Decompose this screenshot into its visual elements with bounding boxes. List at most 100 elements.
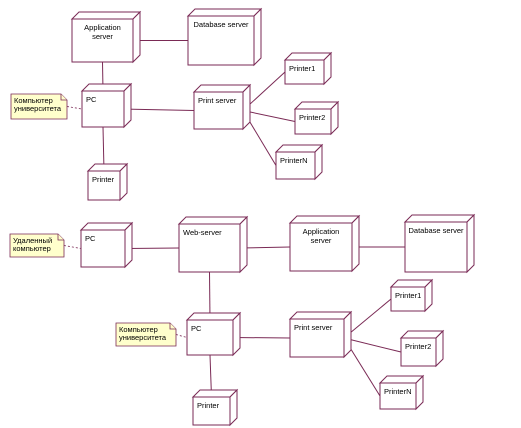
diagram2-node-pc-remote: PC [79,221,134,269]
connection-line [239,246,291,249]
diagram2-node-printern: PrinterN [378,374,425,411]
note-fold [60,94,67,101]
note-body [115,322,177,347]
node-label: Printer [92,175,115,184]
node-label: Printer [197,401,220,410]
diagram2-node-db: Database server [403,213,476,274]
connection-line [232,337,291,339]
node-top-face [403,214,476,223]
node-side-face [119,162,128,202]
node-top-face [79,222,134,231]
node-side-face [123,82,132,129]
diagram2-node-printer1: Printer1 [389,278,434,313]
node-label: Database server [193,20,249,29]
node-side-face [232,311,241,357]
note-body [9,233,65,258]
diagram1-node-print-server: Print server [192,83,252,131]
note-text: университета [14,104,62,113]
node-top-face [274,144,324,153]
node-top-face [185,312,242,321]
node-front-face [400,337,437,367]
diagram1-node-printer2: Printer2 [293,100,340,136]
note-anchor-line [175,334,188,338]
diagram1-node-db: Database server [186,7,263,67]
connection-line [343,337,402,353]
note-anchor-line [66,106,83,110]
node-label: PC [191,324,202,333]
diagram1-node-printern: PrinterN [274,143,324,181]
connection-line [242,110,296,122]
node-front-face [186,319,234,356]
diagram2-node-web: Web-server [177,215,249,274]
note-body [10,93,68,120]
node-label: server [311,236,332,245]
node-top-face [288,215,361,224]
node-top-face [80,83,133,92]
node-label: Printer2 [299,113,325,122]
node-side-face [435,329,444,368]
node-label: Printer2 [405,342,431,351]
node-label: Database server [408,226,464,235]
notes: КомпьютеруниверситетаУдаленныйкомпьютерК… [9,93,188,347]
note-fold [169,323,176,330]
diagram2-node-printer2: Printer2 [399,329,445,368]
note-fold [57,234,64,241]
node-front-face [187,15,255,66]
node-front-face [289,222,353,272]
node-side-face [132,10,141,64]
diagram1-node-printer: Printer [86,162,129,202]
node-side-face [242,83,251,131]
node-front-face [81,90,125,128]
node-front-face [294,108,332,135]
connection-line [124,247,180,249]
node-front-face [404,221,468,273]
diagram2-node-print-server: Print server [288,310,353,359]
node-label: PC [85,234,96,243]
node-label: Printer1 [289,64,315,73]
note-anchor-line [63,245,82,249]
note-text: Удаленный [13,236,52,245]
node-front-face [379,382,417,410]
connection-line [343,298,392,339]
diagram1-node-pc: PC [80,82,133,129]
node-front-face [284,59,325,85]
node-top-face [186,8,263,17]
connection-line [209,271,211,321]
node-top-face [70,11,142,20]
node-front-face [275,151,316,180]
node-label: Application [303,227,340,236]
node-front-face [87,170,121,201]
node-top-face [177,216,249,225]
node-label: Web-server [183,228,222,237]
node-label: PC [86,95,97,104]
node-front-face [289,318,345,358]
node-front-face [193,91,244,130]
note-text: университета [119,333,167,342]
node-label: Application [84,23,121,32]
node-front-face [178,223,241,273]
node-side-face [343,310,352,359]
node-label: PrinterN [280,156,308,165]
node-label: PrinterN [384,387,412,396]
node-side-face [466,213,475,274]
node-front-face [390,286,426,312]
note-text: Компьютер [14,96,53,105]
node-label: Printer1 [395,291,421,300]
node-label: Print server [294,323,333,332]
diagram1-node-printer1: Printer1 [283,51,333,86]
note-text: компьютер [13,244,51,253]
connections [102,40,405,398]
node-top-face [192,84,252,93]
node-top-face [288,311,353,320]
node-side-face [124,221,133,269]
node-label: server [92,32,113,41]
node-side-face [253,7,262,67]
node-front-face [71,18,134,63]
note-text: Компьютер [119,325,158,334]
